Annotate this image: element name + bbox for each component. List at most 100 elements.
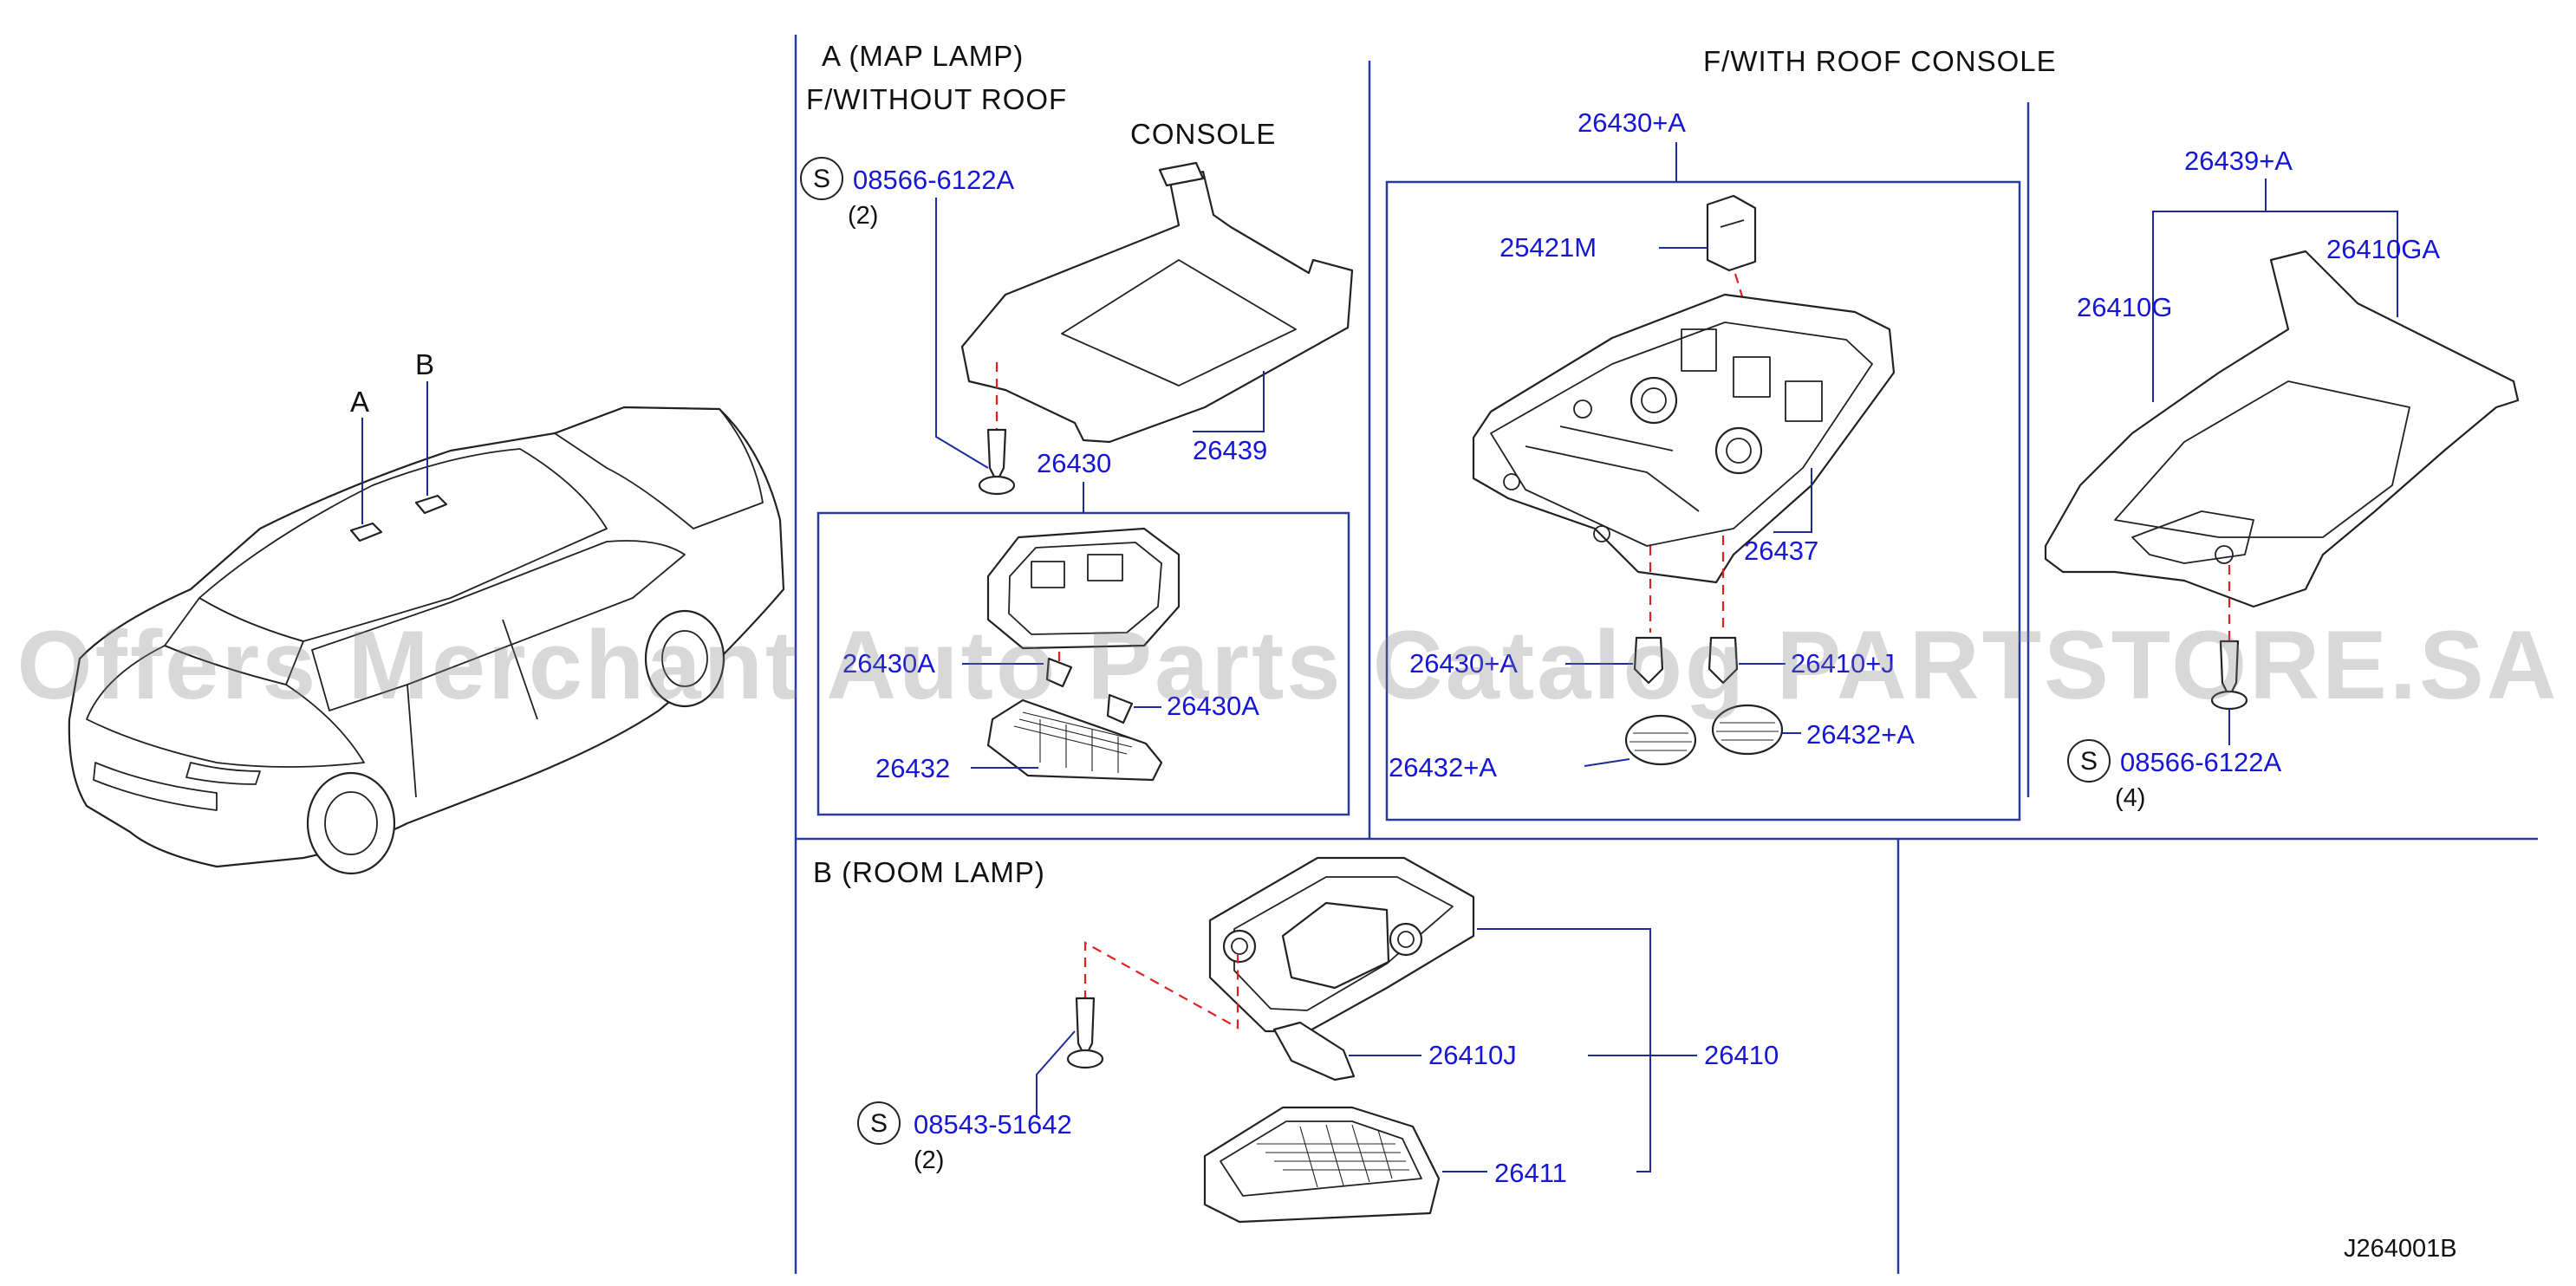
car-front-wheel <box>306 771 396 875</box>
bulb-26430A-left <box>1045 657 1073 688</box>
bracket-26439-leader <box>1193 371 1265 432</box>
bracket-assembly-leader-right <box>2266 211 2398 317</box>
lens-26432A-right <box>1711 704 1784 756</box>
part-26411: 26411 <box>1494 1158 1567 1188</box>
section-a-subtitle-1: F/WITHOUT ROOF <box>806 83 1067 115</box>
bracket-26410G-lower <box>2131 510 2254 564</box>
part-26439: 26439 <box>1193 435 1267 465</box>
lens-left-leader <box>1584 758 1630 767</box>
lens-26411-texture <box>1257 1124 1409 1188</box>
console-switch-1 <box>1681 328 1717 372</box>
screw-symbol-circle-bracket <box>2067 739 2111 783</box>
part-26430-plus-A-bulb: 26430+A <box>1409 648 1518 679</box>
room-lamp-hole-right-inner <box>1397 931 1415 948</box>
map-lamp-housing <box>986 527 1181 650</box>
part-08566-6122A-a: 08566-6122A <box>853 165 1014 195</box>
part-26430: 26430 <box>1037 448 1111 478</box>
roof-console-inner <box>1490 322 1873 547</box>
room-lamp-screw-dash <box>1083 941 1239 1029</box>
car-rear-wheel-rim <box>661 630 708 687</box>
console-screw-hole-1 <box>1573 399 1592 419</box>
part-26410-plus-J: 26410+J <box>1791 648 1895 679</box>
screw-room-lamp-icon <box>1075 997 1096 1059</box>
car-rear-wheel <box>644 609 725 708</box>
map-lamp-switch-left <box>1031 561 1065 588</box>
part-25421M: 25421M <box>1499 232 1597 263</box>
car-hood <box>86 645 365 768</box>
lens-26411 <box>1203 1106 1441 1224</box>
part-08566-6122A-bracket: 08566-6122A <box>2120 747 2281 777</box>
roof-console-assembly-box <box>1385 180 2021 822</box>
part-26432: 26432 <box>875 753 950 783</box>
lens-26432-texture <box>1013 711 1138 773</box>
room-lamp-bracket-leader <box>1477 928 1651 1172</box>
marker-a-label: A <box>350 386 370 418</box>
part-26430A-left: 26430A <box>842 648 935 679</box>
bulb-26410J <box>1272 1021 1356 1081</box>
section-b-title: B (ROOM LAMP) <box>813 856 1045 888</box>
car-grille <box>93 762 218 811</box>
map-lamp-switch-right <box>1087 554 1123 581</box>
console-lamp-socket-right-inner <box>1726 438 1752 464</box>
bracket-screw-hole <box>2215 545 2234 564</box>
part-26410: 26410 <box>1704 1040 1779 1070</box>
screw-symbol-circle-b <box>857 1101 901 1145</box>
connector-25421M <box>1706 194 1757 272</box>
car-roof <box>198 448 608 642</box>
console-switch-3 <box>1785 380 1823 422</box>
part-26437: 26437 <box>1744 536 1818 566</box>
screw-a-leader <box>935 198 989 469</box>
car-body-outline <box>68 406 785 868</box>
console-switch-2 <box>1733 356 1771 398</box>
console-screw-hole-2 <box>1503 473 1520 490</box>
part-26432-plus-A-right: 26432+A <box>1806 719 1915 750</box>
console-26437-leader <box>1773 468 1812 533</box>
screw-qty-a: (2) <box>848 202 878 230</box>
part-08543-51642: 08543-51642 <box>914 1109 1072 1140</box>
section-map-lamp: A (MAP LAMP) F/WITHOUT ROOF CONSOLE S 08… <box>800 40 1354 783</box>
screw-room-lamp-head <box>1066 1049 1104 1069</box>
part-26430A-right: 26430A <box>1167 691 1259 721</box>
watermark: Offers Merchant Auto Parts Catalog PARTS… <box>16 611 2559 719</box>
console-lamp-socket-left <box>1630 376 1678 425</box>
part-26410J: 26410J <box>1428 1040 1517 1070</box>
screw-symbol-circle <box>800 157 843 200</box>
part-26410G: 26410G <box>2077 292 2172 322</box>
screw-a-icon <box>986 428 1007 484</box>
console-lamp-socket-left-inner <box>1641 387 1667 413</box>
bulb-26410J-console <box>1708 636 1739 685</box>
car-door-line <box>407 684 417 798</box>
room-lamp-hole-left-inner <box>1231 938 1248 955</box>
screw-bracket-icon <box>2219 640 2240 698</box>
bracket-assembly-leader-left <box>2152 179 2267 402</box>
screw-qty-b: (2) <box>914 1146 944 1174</box>
car-headlight <box>185 762 261 785</box>
marker-b-label: B <box>415 348 435 380</box>
screw-symbol-bracket: S <box>2080 747 2098 776</box>
section-room-lamp: B (ROOM LAMP) S 08543-51642 (2) 26410J 2… <box>813 856 1779 1224</box>
vehicle-overview: A B <box>68 348 785 875</box>
bracket-26410G <box>2044 250 2520 608</box>
bulb-26430A-console <box>1633 636 1664 685</box>
bracket-26439 <box>960 170 1354 444</box>
console-lamp-socket-right <box>1714 426 1763 475</box>
car-side-windows <box>311 540 686 711</box>
lens-right-texture <box>1716 722 1779 741</box>
screw-qty-bracket: (4) <box>2115 784 2145 812</box>
map-lamp-inner <box>1008 542 1162 635</box>
console-screw-hole-3 <box>1593 525 1610 542</box>
part-26439-plus-A: 26439+A <box>2184 146 2293 176</box>
lens-26411-inner <box>1220 1120 1422 1197</box>
bracket-26410G-window <box>2114 380 2410 538</box>
lens-26432A-left <box>1624 714 1697 766</box>
room-lamp-hole-right <box>1389 922 1423 957</box>
marker-a-lamp <box>349 522 383 542</box>
bulb-26430A-right <box>1106 693 1134 724</box>
room-lamp-hole-left <box>1222 929 1257 964</box>
bracket-26439-tab <box>1158 161 1205 187</box>
part-26430-plus-A: 26430+A <box>1577 107 1686 138</box>
car-b-pillar <box>502 619 538 720</box>
connector-25421M-detail <box>1720 219 1745 228</box>
screw-symbol: S <box>813 165 830 193</box>
